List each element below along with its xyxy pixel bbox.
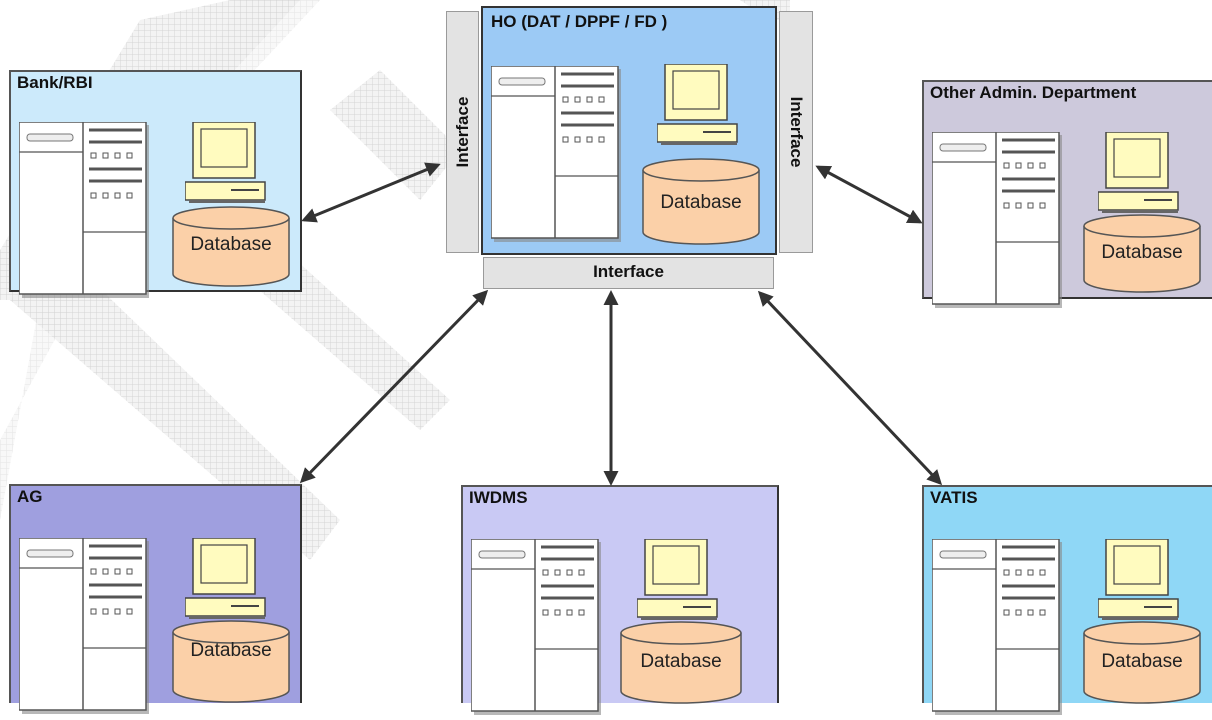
interface-bottom-label: Interface bbox=[593, 262, 664, 281]
computer-icon bbox=[636, 538, 721, 628]
node-other-title: Other Admin. Department bbox=[930, 83, 1137, 102]
node-ag: AG Database bbox=[9, 484, 302, 714]
node-bank-database-label: Database bbox=[190, 234, 272, 255]
computer-icon bbox=[656, 63, 741, 153]
database-icon: Database bbox=[641, 158, 761, 246]
hub-title: HO (DAT / DPPF / FD ) bbox=[491, 12, 668, 31]
arrow-ag-to-interface-bottom bbox=[299, 289, 489, 484]
arrow-bank-to-interface-left bbox=[301, 162, 441, 223]
node-iwdms-database-label: Database bbox=[640, 651, 722, 672]
hatch-band-3 bbox=[10, 250, 340, 560]
node-iwdms: IWDMS Database bbox=[461, 485, 779, 715]
server-rack-icon bbox=[18, 121, 149, 303]
arrow-other-to-interface-right bbox=[815, 165, 923, 224]
arrow-vatis-to-interface-bottom bbox=[757, 290, 943, 486]
node-vatis-title: VATIS bbox=[930, 488, 978, 507]
node-vatis: VATIS Database bbox=[922, 485, 1212, 715]
interface-left: Interface bbox=[446, 11, 479, 253]
node-bank-rbi: Bank/RBI Database bbox=[9, 70, 302, 298]
node-ag-database-label: Database bbox=[190, 640, 272, 661]
database-icon: Database bbox=[171, 620, 291, 704]
database-icon: Database bbox=[1082, 621, 1202, 705]
server-rack-icon bbox=[18, 537, 149, 719]
node-vatis-database-label: Database bbox=[1101, 651, 1183, 672]
computer-icon bbox=[184, 537, 269, 627]
node-other-database-label: Database bbox=[1101, 242, 1183, 263]
interface-right: Interface bbox=[779, 11, 813, 253]
server-rack-icon bbox=[470, 538, 601, 720]
server-rack-icon bbox=[490, 65, 621, 247]
hub-node-ho: HO (DAT / DPPF / FD ) Database bbox=[481, 6, 777, 255]
connection-arrows bbox=[299, 162, 943, 486]
node-iwdms-title: IWDMS bbox=[469, 488, 528, 507]
computer-icon bbox=[184, 121, 269, 211]
node-ag-title: AG bbox=[17, 487, 43, 506]
database-icon: Database bbox=[171, 206, 291, 288]
database-icon: Database bbox=[619, 621, 743, 705]
hub-database-label: Database bbox=[660, 192, 742, 213]
server-rack-icon bbox=[931, 131, 1062, 313]
computer-icon bbox=[1097, 131, 1182, 221]
database-icon: Database bbox=[1082, 214, 1202, 294]
server-rack-icon bbox=[931, 538, 1062, 720]
computer-icon bbox=[1097, 538, 1182, 628]
interface-bottom: Interface bbox=[483, 257, 774, 289]
node-bank-title: Bank/RBI bbox=[17, 73, 93, 92]
node-other-admin-department: Other Admin. Department Database bbox=[922, 80, 1212, 308]
